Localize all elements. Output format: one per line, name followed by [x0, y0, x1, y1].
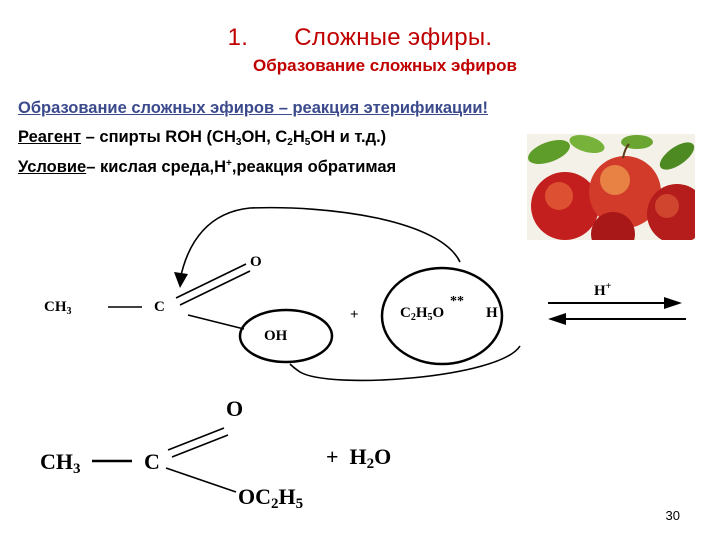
condition-line: Условие– кислая среда,H+,реакция обратим… — [18, 158, 397, 176]
slide-subtitle: Образование сложных эфиров — [253, 56, 517, 75]
condition-label: Условие — [18, 158, 87, 176]
apples-image — [527, 134, 695, 240]
title-text: Сложные эфиры. — [294, 24, 493, 51]
definition-line: Образование сложных эфиров – реакция эте… — [18, 99, 488, 117]
r1-plus: + — [350, 307, 359, 323]
r1-stars: ** — [450, 294, 464, 309]
bond2-c-o-1 — [167, 427, 225, 451]
oh-circle — [238, 308, 334, 364]
bond2-c-o-2 — [171, 434, 229, 458]
r1-c: C — [154, 299, 165, 315]
r1-o: O — [250, 254, 262, 270]
bond-c-oh — [187, 314, 245, 330]
r1-h: H — [486, 305, 498, 321]
slide-title: 1. Сложные эфиры. — [0, 24, 720, 52]
page-number: 30 — [665, 508, 680, 523]
r1-c2h5o: C2H5O — [400, 305, 445, 323]
curved-arrow-top — [179, 206, 461, 281]
r2-o-top: O — [226, 396, 244, 421]
r1-ch3: CH3 — [44, 299, 72, 317]
r1-oh: OH — [264, 328, 288, 344]
title-number: 1. — [227, 24, 249, 51]
r2-c: C — [144, 449, 160, 474]
r2-ch3: CH3 — [40, 449, 81, 477]
catalyst-h: H+ — [594, 281, 612, 299]
reagent-label: Реагент — [18, 128, 82, 146]
reagent-line: Реагент – спирты ROH (CH3OH, C2H5OH и т.… — [18, 128, 387, 148]
curved-arrow-top-head — [174, 272, 188, 288]
alcohol-circle — [380, 266, 504, 366]
r2-oc2h5: OC2H5 — [238, 484, 304, 512]
r2-plus-h2o: + H2O — [326, 444, 392, 472]
curved-arrow-bottom — [289, 345, 521, 382]
bond2-c-oc2h5 — [165, 467, 237, 493]
bond-c-o-2 — [179, 270, 251, 306]
bond-c-o-1 — [175, 263, 247, 299]
